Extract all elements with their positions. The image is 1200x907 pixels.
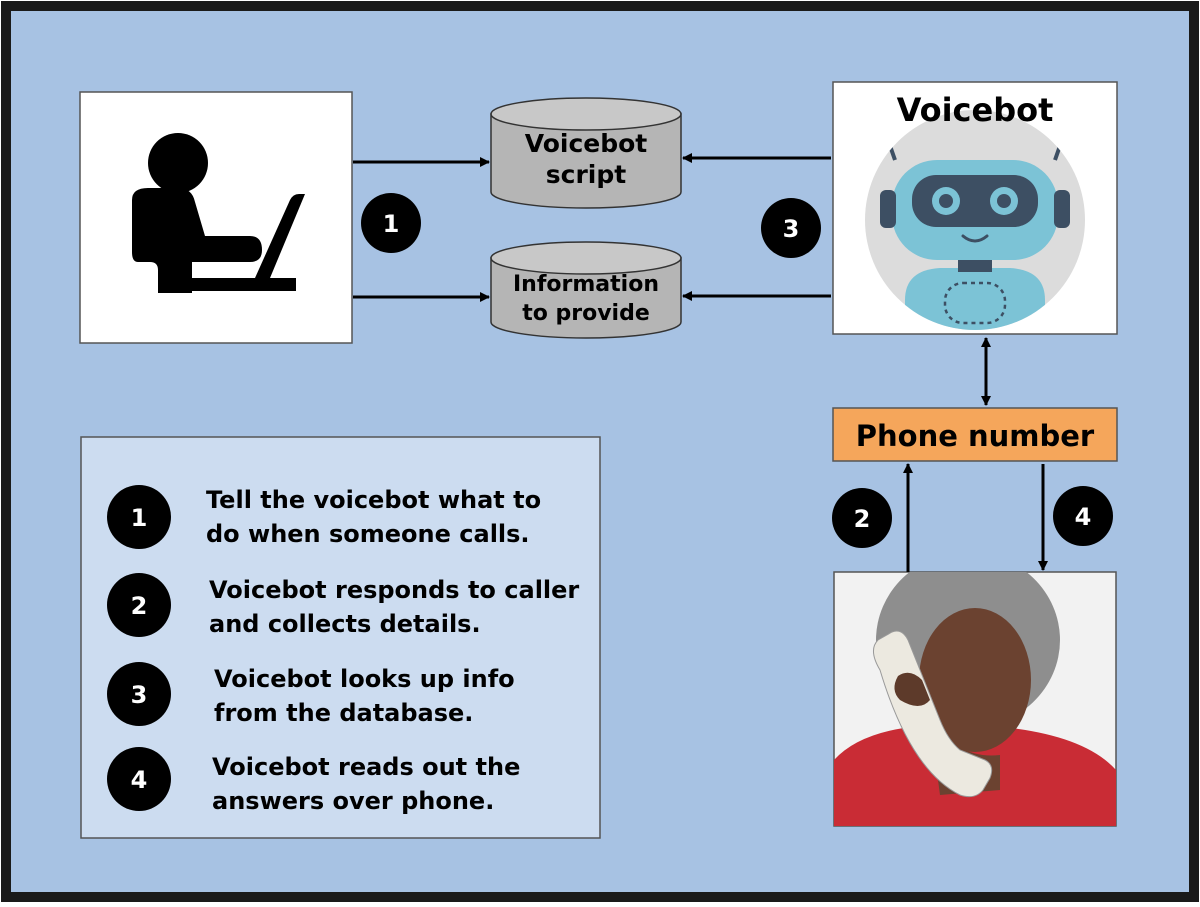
svg-text:from the database.: from the database. <box>214 699 473 727</box>
phone-number-box: Phone number <box>832 407 1118 462</box>
legend-item-4: 4 Voicebot reads out the answers over ph… <box>107 747 520 815</box>
person-laptop-panel <box>79 91 353 344</box>
person-at-laptop-icon <box>132 133 305 293</box>
svg-text:Tell the voicebot what to: Tell the voicebot what to <box>206 486 541 514</box>
robot-icon <box>880 131 1070 330</box>
phone-number-label: Phone number <box>856 419 1095 453</box>
phone-handset-icon <box>873 630 993 798</box>
svg-text:Voicebot responds to caller: Voicebot responds to caller <box>209 576 579 604</box>
svg-text:4: 4 <box>131 766 148 794</box>
svg-text:Voicebot reads out the: Voicebot reads out the <box>212 753 520 781</box>
badge-step-2: 2 <box>832 488 892 548</box>
badge-step-4: 4 <box>1053 486 1113 546</box>
svg-text:4: 4 <box>1075 503 1092 531</box>
voicebot-panel: Voicebot <box>832 81 1118 335</box>
badge-step-1: 1 <box>361 193 421 253</box>
caller-photo <box>833 571 1117 827</box>
db-info-line1: Information <box>513 272 659 297</box>
voicebot-script-database: Voicebot script <box>490 97 682 209</box>
svg-text:3: 3 <box>131 681 148 709</box>
svg-text:3: 3 <box>783 215 800 243</box>
information-database: Information to provide <box>490 241 682 339</box>
db-info-line2: to provide <box>522 301 650 326</box>
svg-text:answers over phone.: answers over phone. <box>212 787 494 815</box>
svg-text:Voicebot looks up info: Voicebot looks up info <box>214 665 515 693</box>
legend-item-1: 1 Tell the voicebot what to do when some… <box>107 485 541 549</box>
voicebot-title: Voicebot <box>897 91 1054 129</box>
legend-item-3: 3 Voicebot looks up info from the databa… <box>107 662 515 727</box>
svg-text:do when someone calls.: do when someone calls. <box>206 520 530 548</box>
legend-item-2: 2 Voicebot responds to caller and collec… <box>107 573 579 638</box>
svg-text:2: 2 <box>854 505 871 533</box>
db-script-line2: script <box>546 160 626 189</box>
badge-step-3: 3 <box>761 198 821 258</box>
svg-text:1: 1 <box>131 504 148 532</box>
legend-panel: 1 Tell the voicebot what to do when some… <box>80 436 601 839</box>
db-script-line1: Voicebot <box>525 129 648 158</box>
svg-text:and collects details.: and collects details. <box>209 610 481 638</box>
svg-text:1: 1 <box>383 210 400 238</box>
svg-text:2: 2 <box>131 592 148 620</box>
flow-arrows <box>353 153 1048 572</box>
